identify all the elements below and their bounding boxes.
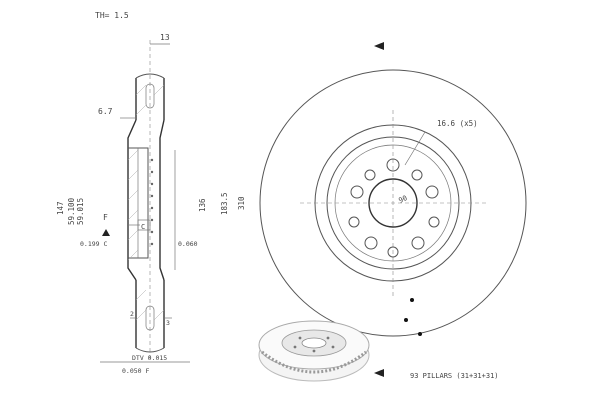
bolt-holes	[348, 158, 440, 258]
cross-section-view: TH= 1.5 13 6.7 147 59.100 59.015 F C 0.1…	[56, 11, 207, 375]
pcd-dim: 183.5	[220, 192, 229, 215]
bolt-hole-note: 16.6 (x5)	[437, 119, 478, 128]
pillar-dots	[404, 298, 422, 336]
front-view: 16.6 (x5) 90 183.5 310 93 PILLARS (31+31…	[220, 42, 527, 380]
flatness-note: 0.050 F	[122, 367, 149, 375]
dtv-note: DTV 0.015	[132, 354, 167, 362]
outer-dia-dim: 310	[237, 196, 246, 210]
height-dim: 136	[198, 198, 207, 212]
runout-left: 0.199 C	[80, 240, 107, 248]
center-bore-dim: 90	[397, 194, 408, 205]
dia-outer-dim: 147	[56, 201, 65, 215]
disc-3d-preview	[258, 320, 370, 382]
fin-marks	[150, 158, 154, 246]
datum-label: F	[103, 213, 108, 222]
section-hatching	[127, 84, 165, 321]
bottom-arrow-icon	[374, 369, 384, 377]
bottom-dim-right: 3	[166, 319, 170, 327]
datum-box: C	[141, 223, 145, 231]
thickness-note: TH= 1.5	[95, 11, 129, 20]
top-dim: 13	[160, 33, 170, 42]
bottom-dim-left: 2	[130, 310, 134, 318]
pillars-note: 93 PILLARS (31+31+31)	[410, 372, 499, 380]
dia-tol-max: 59.100	[67, 197, 76, 225]
left-dim: 6.7	[98, 107, 113, 116]
dia-tol-min: 59.015	[76, 198, 85, 225]
datum-triangle-icon	[102, 229, 110, 236]
runout-right: 0.060	[178, 240, 198, 248]
top-arrow-icon	[374, 42, 384, 50]
